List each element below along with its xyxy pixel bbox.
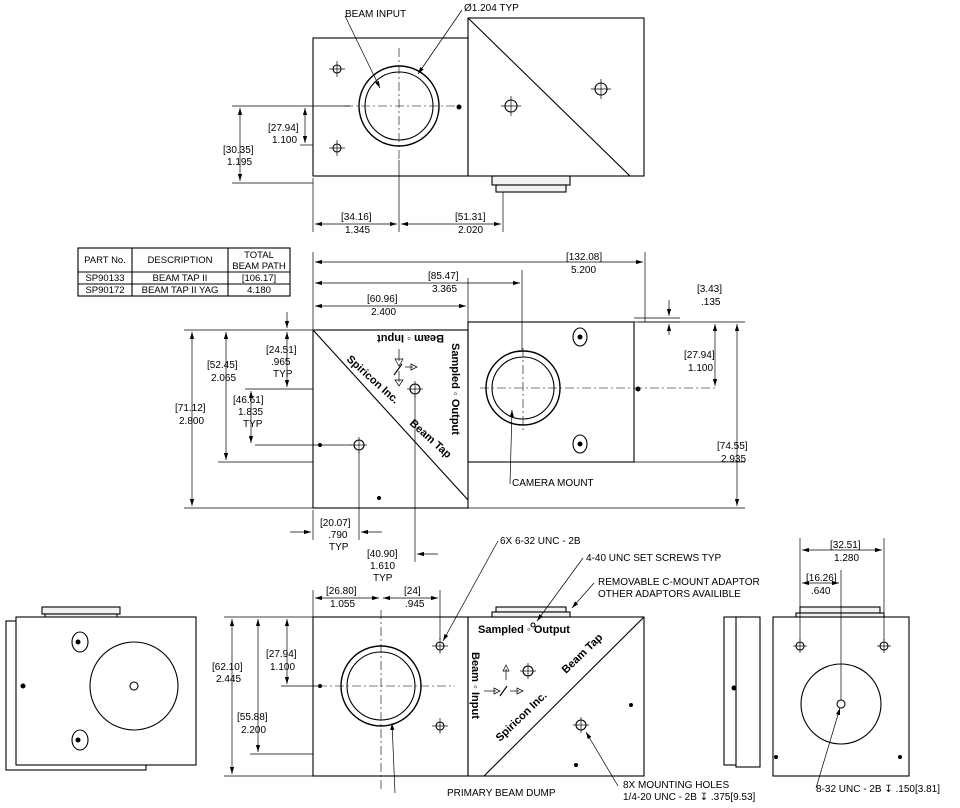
- dim-bot-26-80-in: 1.055: [330, 599, 355, 610]
- parts-table: [77, 247, 291, 297]
- callout-set-screws: 4-40 UNC SET SCREWS TYP: [586, 553, 722, 564]
- bottom-left-view: [5, 606, 197, 771]
- callout-mounting-holes-2: 1/4-20 UNC - 2B ↧ .375[9.53]: [623, 792, 756, 803]
- bottom-view-dimensions: [224, 590, 441, 777]
- dim-mid-71-12-in: 2.800: [179, 416, 204, 427]
- table-header-part: PART No.: [84, 255, 126, 266]
- middle-view: [312, 321, 715, 509]
- dim-mid-24-51-in: .965: [271, 357, 291, 368]
- table-row-1-desc: BEAM TAP II: [153, 273, 208, 284]
- table-header-total: TOTAL: [244, 250, 274, 261]
- callout-c-mount-1: REMOVABLE C-MOUNT ADAPTOR: [598, 577, 760, 588]
- callout-c-mount-2: OTHER ADAPTORS AVAILIBLE: [598, 589, 741, 600]
- dim-mid-132-08-in: 5.200: [571, 265, 596, 276]
- dim-mid-60-96: [60.96]: [367, 294, 398, 305]
- dim-mid-52-45-in: 2.065: [211, 373, 236, 384]
- bottom-middle-view: [312, 606, 645, 790]
- callout-8-32-unc: 8-32 UNC - 2B ↧ .150[3.81]: [816, 784, 940, 795]
- middle-view-dimensions: [184, 252, 745, 562]
- dim-mid-20-07: [20.07]: [320, 518, 351, 529]
- dim-bot-62-10-in: 2.445: [216, 674, 241, 685]
- dim-mid-52-45: [52.45]: [207, 360, 238, 371]
- dim-mid-20-07-in: .790: [328, 530, 348, 541]
- engrave-beam-input-mid: Beam ◦ Input: [377, 332, 444, 344]
- dim-mid-3-43-in: .135: [701, 297, 721, 308]
- dim-right-16-26-in: .640: [811, 586, 831, 597]
- dim-bot-62-10: [62.10]: [212, 662, 243, 673]
- engrave-beam-tap-bot: Beam Tap: [560, 631, 606, 676]
- dim-mid-71-12: [71.12]: [175, 403, 206, 414]
- dim-mid-24-51: [24.51]: [266, 345, 297, 356]
- dim-right-32-51: [32.51]: [830, 540, 861, 551]
- callout-dia-typ: Ø1.204 TYP: [464, 3, 519, 14]
- right-view-dimensions: [799, 538, 885, 700]
- dim-bot-26-80: [26.80]: [326, 586, 357, 597]
- dim-mid-27-94-in: 1.100: [688, 363, 713, 374]
- dim-mid-85-47-in: 3.365: [432, 284, 457, 295]
- dim-top-34-16-in: 1.345: [345, 225, 370, 236]
- table-row-2-path: 4.180: [247, 285, 271, 296]
- dim-mid-132-08: [132.08]: [566, 252, 602, 263]
- table-header-description: DESCRIPTION: [148, 255, 213, 266]
- dim-mid-40-90-typ: TYP: [373, 573, 393, 584]
- engrave-sampled-output-mid: Sampled ◦ Output: [449, 343, 461, 435]
- dim-mid-40-90: [40.90]: [367, 549, 398, 560]
- dim-bot-24: [24]: [404, 586, 421, 597]
- dim-bot-27-94-in: 1.100: [270, 662, 295, 673]
- engrave-sampled-output-bot: Sampled ◦ Output: [478, 624, 570, 636]
- dim-right-32-51-in: 1.280: [834, 553, 859, 564]
- callout-mounting-holes-1: 8X MOUNTING HOLES: [623, 780, 729, 791]
- dim-mid-74-55-in: 2.935: [721, 454, 746, 465]
- table-header-beam-path: BEAM PATH: [232, 261, 286, 272]
- dim-mid-3-43: [3.43]: [697, 284, 722, 295]
- dim-mid-46-61-typ: TYP: [243, 419, 263, 430]
- callout-primary-beam-dump: PRIMARY BEAM DUMP: [447, 788, 556, 799]
- dim-top-27-94: [27.94]: [268, 123, 299, 134]
- dim-mid-46-61: [46.61]: [233, 395, 264, 406]
- dim-top-27-94-in: 1.100: [272, 135, 297, 146]
- dim-bot-27-94: [27.94]: [266, 649, 297, 660]
- dim-bot-55-88: [55.88]: [237, 712, 268, 723]
- dim-mid-85-47: [85.47]: [428, 271, 459, 282]
- callout-camera-mount: CAMERA MOUNT: [512, 478, 594, 489]
- dim-top-30-35-in: 1.195: [227, 157, 252, 168]
- top-view: [312, 17, 645, 193]
- dim-top-30-35: [30.35]: [223, 145, 254, 156]
- dim-top-34-16: [34.16]: [341, 212, 372, 223]
- dim-mid-20-07-typ: TYP: [329, 542, 349, 553]
- top-view-dimensions: [232, 105, 504, 232]
- table-row-1-part: SP90133: [85, 273, 124, 284]
- dim-mid-40-90-in: 1.610: [370, 561, 395, 572]
- dim-mid-74-55: [74.55]: [717, 441, 748, 452]
- table-row-1-path: [106.17]: [242, 273, 276, 284]
- dim-mid-27-94: [27.94]: [684, 350, 715, 361]
- bottom-right-view: [723, 606, 910, 777]
- engrave-beam-input-bot: Beam ◦ Input: [469, 652, 481, 719]
- engrave-company-bot: Spiricon Inc.: [494, 690, 550, 744]
- callout-beam-input: BEAM INPUT: [345, 9, 406, 20]
- dim-mid-60-96-in: 2.400: [371, 307, 396, 318]
- engrave-company-mid: Spiricon Inc.: [344, 353, 401, 406]
- dim-top-51-31: [51.31]: [455, 212, 486, 223]
- dim-mid-46-61-in: 1.835: [238, 407, 263, 418]
- table-row-2-desc: BEAM TAP II YAG: [142, 285, 219, 296]
- dim-mid-24-51-typ: TYP: [273, 369, 293, 380]
- dim-bot-55-88-in: 2.200: [241, 725, 266, 736]
- dim-right-16-26: [16.26]: [806, 573, 837, 584]
- callout-6x-6-32: 6X 6-32 UNC - 2B: [500, 536, 581, 547]
- table-row-2-part: SP90172: [85, 285, 124, 296]
- dim-bot-24-in: .945: [405, 599, 425, 610]
- engrave-beam-tap-mid: Beam Tap: [407, 417, 454, 461]
- dim-top-51-31-in: 2.020: [458, 225, 483, 236]
